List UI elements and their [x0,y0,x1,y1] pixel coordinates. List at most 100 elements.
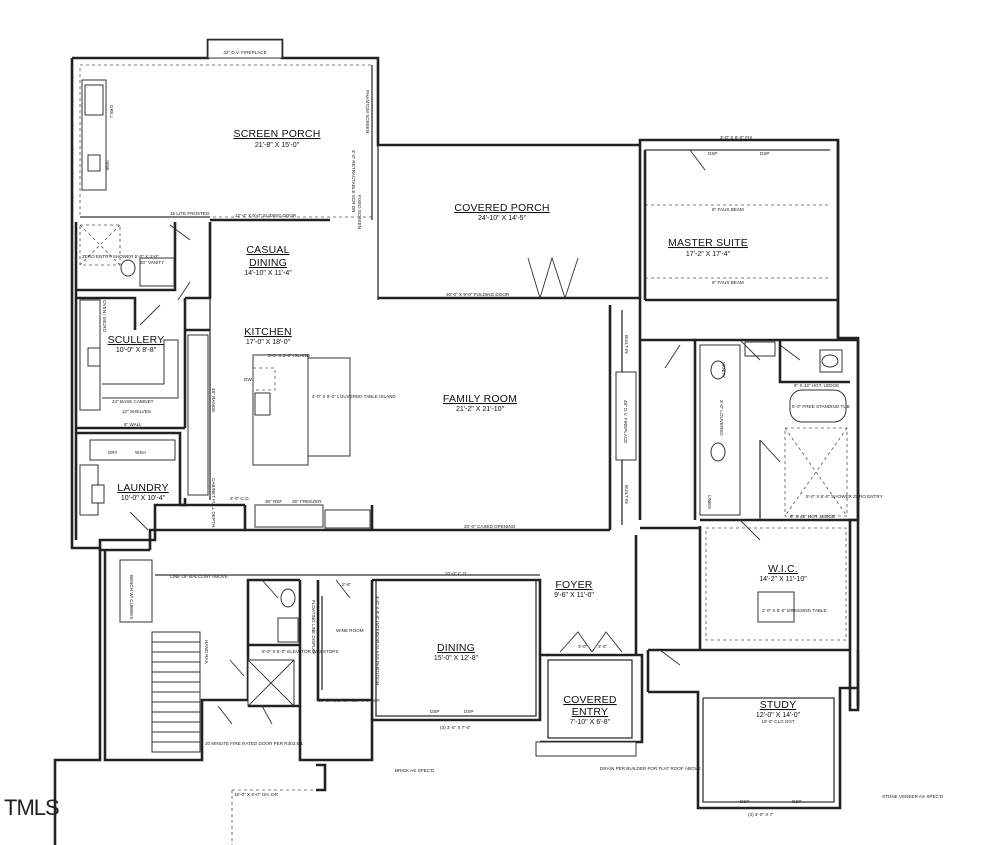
note-brick: BRICK AS SPEC'D [395,768,435,773]
note-door-30-a: 3'-0" [578,644,588,649]
master-shower [784,427,848,517]
note-phantom-screen: PHANTOM SCREEN [365,90,370,133]
note-freezer: 36" FREEZER [292,499,322,504]
note-hand-rail: HAND RAIL [204,640,209,665]
note-built-in-2: BUILT-IN [624,485,629,504]
note-elevator: 5'-0" X 5'-0" ELEVATOR W/ 3 STOPS [262,649,338,654]
note-wsh: WSH [135,450,146,455]
room-labels: SCREEN PORCH 21'-8" X 15'-0" COVERED POR… [108,128,808,726]
note-louvered-island: 4'-0" X 9'-0" LOUVERED TABLE ISLAND [312,394,396,399]
casual-dining-dim: 14'-10" X 11'-4" [244,270,292,277]
note-drain: DRAIN PER BUILDER FOR FLAT ROOF ABOVE [600,766,701,771]
door-swings [129,149,801,725]
study-name: STUDY [760,699,797,711]
powder-vanity [277,617,299,643]
note-base-cabinet: 24" BASE CABINET [112,399,154,404]
note-louvered-vanity: 3'-0" LOUVERED [719,400,724,436]
note-linen: LINEN [707,495,712,509]
foyer-dim: 9'-6" X 11'-0" [554,592,594,599]
note-vanity-30: 30" VANITY [140,260,164,265]
staircase [151,631,201,753]
screen-porch-outline [79,64,373,218]
folding-door-icon [527,256,579,300]
note-sink: SINK [105,160,110,172]
note-fix-window: 3'-0" X 8'-0" FIX [720,135,752,140]
note-dry: DRY [108,450,118,455]
note-co-3: 3'-0" C.O. [230,496,250,501]
note-floating-display: FLOATING LINE DISPLAY [311,600,316,654]
master-suite-dim: 17'-2" X 17'-4" [686,251,731,258]
toilet-powder [120,259,136,277]
note-triple-window: (3) 3'-0" X 7'-0" [440,725,471,730]
note-stone-veneer: STONE VENEER AS SPEC'D [882,794,944,799]
foyer-name: FOYER [555,579,592,591]
note-retractable-screen: 3'-0" RETRACTABLE SCR DR [351,150,356,213]
note-fire-rated-door: 20 MINUTE FIRE RATED DOOR PER R302.5.1 [205,741,303,746]
laundry-counter [89,439,176,461]
study-ceiling: 10'-0" CLG HGT [761,719,795,724]
note-free-standing-tub: 5'-0" FREE STANDING TUB [792,404,850,409]
family-room-name: FAMILY ROOM [443,393,517,405]
laundry-sink [91,484,105,504]
note-wall-6: 6" WALL [124,422,142,427]
note-glass-partition: 4'-0" X 9'-0" INTERIOR GLASS PARTITION [375,596,380,685]
free-standing-tub [789,389,847,423]
note-vanity: VANITY [721,362,726,378]
note-ref: 36" REF [265,499,282,504]
wic-dim: 14'-2" X 11'-10" [759,576,807,583]
note-wine-room: WINE ROOM [336,628,364,633]
note-dw: DW [244,377,252,382]
covered-entry-outline [547,659,633,739]
porch-sink-icon [87,154,101,172]
watermark-logo: TMLS [4,795,59,820]
casual-dining-name-1: CASUAL [246,244,289,256]
note-lite-frosted: 15 LITE FROSTED [170,211,210,216]
note-dsp-5: DSP [708,151,717,156]
note-range: 48" RANGE [211,388,216,412]
note-zero-entry-shower: ZERO ENTRY SHOWER 5'-0" X 3'-0" [82,254,159,259]
vanity-30 [139,257,175,287]
note-hgt-ledge-1: 6" X 42" HGT. LEDGE [794,383,839,388]
note-oven-micro: OVEN / MICRO [102,300,107,333]
note-dsp-4: DSP [792,799,801,804]
annotations: 42" D.V. FIREPLACE GRILL SINK 15 LITE FR… [82,50,944,817]
dining-dim: 15'-0" X 12'-8" [434,655,479,662]
note-grill: GRILL [109,105,114,119]
screen-porch-dim: 21'-8" X 15'-0" [255,142,300,149]
kitchen-name: KITCHEN [244,326,292,338]
note-dsp-6: DSP [760,151,769,156]
wic-outline [705,527,847,641]
note-folding-door: 20'-0" X 9'-0" FOLDING DOOR [446,292,510,297]
covered-entry-name-2: ENTRY [572,706,608,718]
covered-porch-name: COVERED PORCH [454,202,549,214]
grill-icon [84,84,104,116]
note-dressing-table: 2'-0" X 6'-0" DRESSING TABLE [762,608,827,613]
laundry-name: LAUNDRY [117,482,168,494]
covered-entry-name-1: COVERED [563,694,617,706]
note-faux-beam-2: 8" FAUX BEAM [712,280,744,285]
casual-dining-name-2: DINING [249,257,287,269]
note-co-10: 10'-0" C.O. [445,571,467,576]
note-island: 5'-0" X 3'-0" ISLAND [268,353,310,358]
note-window-bottom: (3) 3'-0" X 7' [748,812,773,817]
note-dsp-1: DSP [430,709,439,714]
note-door-26: 2'-6" [342,582,352,587]
note-column-set: 36" DIAMETER SET 4'-6" AFF [318,698,380,703]
note-hgt-ledge-2: 6" X 42" HGT. LEDGE [790,514,835,519]
ref-freezer [254,504,324,528]
note-fixed-screen: FIXED SCREEN [357,195,362,229]
covered-porch-dim: 24'-10" X 14'-5" [478,215,527,222]
wic-name: W.I.C. [768,563,798,575]
note-faux-beam-1: 8" FAUX BEAM [712,207,744,212]
zero-entry-shower [79,224,121,266]
note-door-30-b: 3'-0" [598,644,608,649]
dining-name: DINING [437,642,475,654]
screen-porch-name: SCREEN PORCH [234,128,321,140]
note-balcony-above: LINE OF BALCONY ABOVE [170,574,228,579]
family-room-dim: 21'-2" X 21'-10" [456,406,505,413]
study-dim: 12'-0" X 14'-0" [756,712,801,719]
note-shelves: 12" SHELVES [122,409,151,414]
kitchen-dim: 17'-0" X 18'-0" [246,339,291,346]
note-dsp-2: DSP [464,709,473,714]
